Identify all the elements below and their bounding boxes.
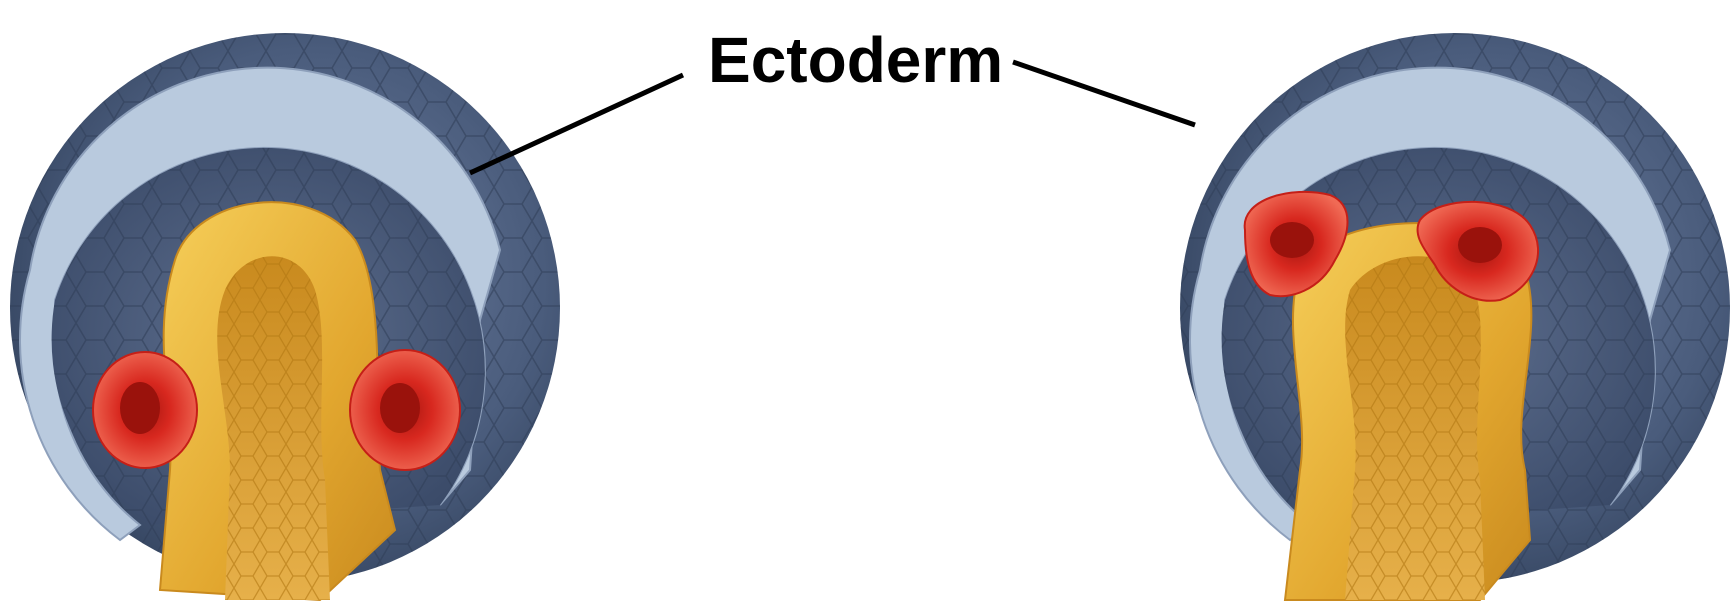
right-embryo xyxy=(1180,33,1730,600)
left-mesoderm-right xyxy=(350,350,460,470)
left-mesoderm-left xyxy=(93,352,197,468)
left-embryo xyxy=(10,33,560,600)
leader-line-left xyxy=(470,75,683,173)
leader-line-right xyxy=(1013,62,1195,125)
ectoderm-label: Ectoderm xyxy=(708,24,1003,96)
